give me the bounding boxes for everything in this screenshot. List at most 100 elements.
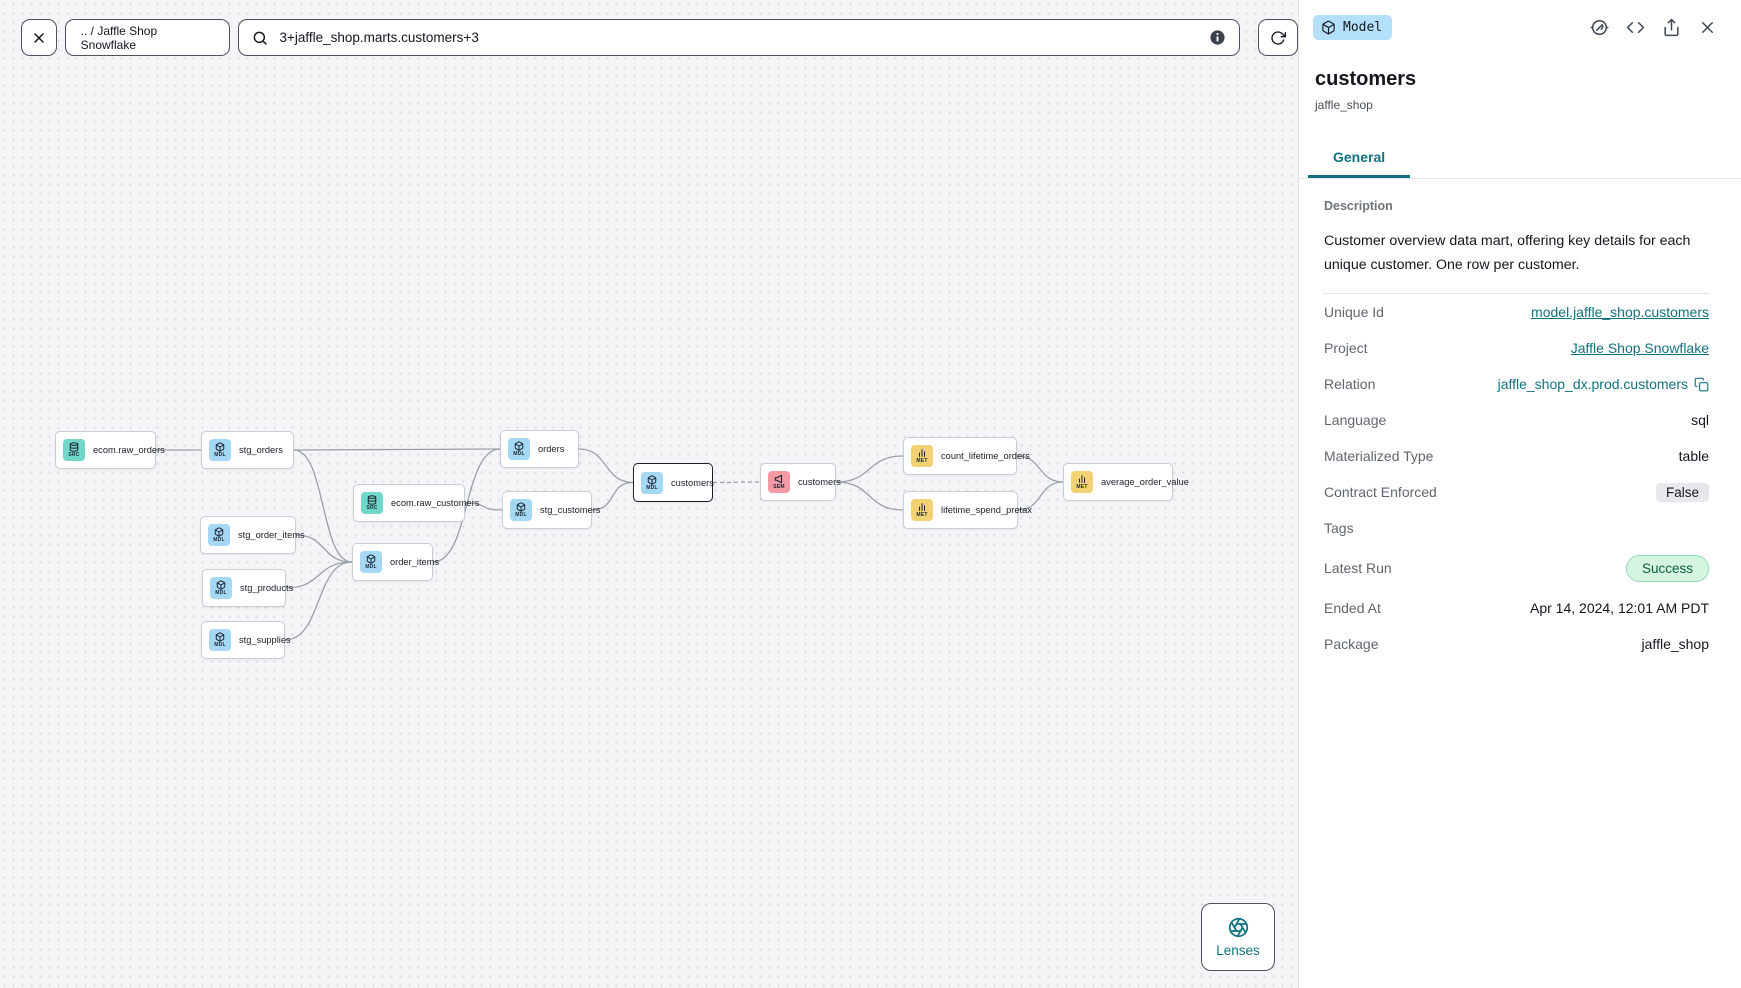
database-icon: SRC <box>361 492 383 514</box>
page-title: customers <box>1315 68 1417 90</box>
share-export-icon <box>1664 18 1679 37</box>
x-icon <box>1701 21 1714 34</box>
node-label: customers <box>671 477 714 488</box>
status-badge: Success <box>1625 555 1709 582</box>
field-value-relation: jaffle_shop_dx.prod.customers <box>1498 376 1709 392</box>
field-value-contract-enforced: False <box>1655 483 1709 502</box>
graph-node-stg_customers[interactable]: MDL stg_customers <box>502 491 600 529</box>
edge-order_items-to-orders <box>432 448 501 563</box>
node-label: ecom.raw_customers <box>391 498 480 508</box>
node-label: ecom.raw_orders <box>93 445 165 455</box>
x-icon <box>34 32 44 43</box>
database-icon: SRC <box>63 439 85 461</box>
field-row-relation: Relation jaffle_shop_dx.prod.customers <box>1324 366 1709 402</box>
node-label: average_order_value <box>1101 477 1189 487</box>
description-label: Description <box>1324 199 1393 213</box>
field-row-contract-enforced: Contract Enforced False <box>1324 474 1709 510</box>
graph-node-stg_supplies[interactable]: MDL stg_supplies <box>201 621 291 659</box>
bar-chart-icon: MET <box>911 499 933 521</box>
field-row-materialized-type: Materialized Type table <box>1324 438 1709 474</box>
node-label: stg_supplies <box>239 635 291 645</box>
edge-stg_customers-to-customers <box>591 481 634 511</box>
field-label: Package <box>1324 636 1379 652</box>
bar-chart-icon: MET <box>1071 471 1093 493</box>
edge-customers_sem-to-lifetime_spend_pretax <box>835 481 904 511</box>
node-label: count_lifetime_orders <box>941 451 1030 461</box>
search-input[interactable] <box>277 29 1201 46</box>
toolbar: .. / Jaffle Shop Snowflake <box>21 19 1298 56</box>
field-row-tags: Tags <box>1324 510 1709 546</box>
breadcrumb[interactable]: .. / Jaffle Shop Snowflake <box>64 19 231 56</box>
field-value-package: jaffle_shop <box>1641 636 1709 652</box>
view-code-button[interactable] <box>1626 18 1645 37</box>
description-text: Customer overview data mart, offering ke… <box>1324 233 1691 273</box>
edge-count_lifetime_orders-to-average_order_value <box>1016 455 1064 483</box>
edge-customers_sem-to-count_lifetime_orders <box>835 455 904 483</box>
model-cube-icon: MDL <box>210 577 232 599</box>
field-row-language: Language sql <box>1324 402 1709 438</box>
node-label: stg_customers <box>540 505 601 515</box>
lenses-label: Lenses <box>1216 942 1260 958</box>
edge-stg_products-to-order_items <box>285 561 353 589</box>
share-button[interactable] <box>1662 18 1681 37</box>
lenses-button[interactable]: Lenses <box>1201 903 1275 971</box>
field-label: Tags <box>1324 520 1354 536</box>
resource-type-label: Model <box>1343 20 1383 35</box>
edge-stg_orders-to-orders <box>293 448 501 451</box>
node-label: customers <box>798 477 841 487</box>
search-bar <box>238 19 1241 56</box>
divider <box>1324 293 1709 294</box>
graph-node-order_items[interactable]: MDL order_items <box>352 543 439 581</box>
magnifier-icon <box>254 31 268 45</box>
close-panel-button[interactable] <box>1698 18 1717 37</box>
close-graph-button[interactable] <box>21 19 57 56</box>
node-label: order_items <box>390 557 440 567</box>
graph-node-count_lifetime_orders[interactable]: MET count_lifetime_orders <box>903 437 1030 475</box>
edge-stg_supplies-to-order_items <box>284 561 353 641</box>
model-cube-icon: MDL <box>510 499 532 521</box>
field-label: Relation <box>1324 376 1376 392</box>
copy-icon[interactable] <box>1694 377 1709 392</box>
model-cube-icon: MDL <box>360 551 382 573</box>
model-cube-icon: MDL <box>209 629 231 651</box>
rotate-arrow-icon <box>1271 30 1287 45</box>
node-label: stg_products <box>240 583 294 593</box>
graph-node-raw_orders[interactable]: SRC ecom.raw_orders <box>55 431 165 469</box>
explore-lenses-button[interactable] <box>1590 18 1609 37</box>
model-cube-icon: MDL <box>208 524 230 546</box>
node-label: stg_orders <box>239 445 283 455</box>
tab-general[interactable]: General <box>1308 141 1411 178</box>
model-cube-icon: MDL <box>209 439 231 461</box>
tab-bar: General <box>1299 141 1741 179</box>
node-label: stg_order_items <box>238 530 305 540</box>
bar-chart-icon: MET <box>911 445 933 467</box>
graph-node-average_order_value[interactable]: MET average_order_value <box>1063 463 1189 501</box>
field-value-project: Jaffle Shop Snowflake <box>1570 340 1709 356</box>
field-row-project: Project Jaffle Shop Snowflake <box>1324 330 1709 366</box>
field-label: Project <box>1324 340 1368 356</box>
graph-node-stg_order_items[interactable]: MDL stg_order_items <box>200 516 305 554</box>
lineage-edges <box>155 448 1064 641</box>
field-label: Materialized Type <box>1324 448 1434 464</box>
field-label: Language <box>1324 412 1387 428</box>
edge-stg_orders-to-order_items <box>293 449 353 563</box>
field-label: Contract Enforced <box>1324 484 1437 500</box>
info-circle-icon[interactable] <box>1209 29 1226 46</box>
refresh-button[interactable] <box>1258 19 1298 56</box>
graph-node-raw_customers[interactable]: SRC ecom.raw_customers <box>353 484 479 522</box>
field-label: Latest Run <box>1324 560 1392 576</box>
field-value-materialized-type: table <box>1678 448 1709 464</box>
graph-node-stg_orders[interactable]: MDL stg_orders <box>201 431 294 469</box>
graph-node-stg_products[interactable]: MDL stg_products <box>202 569 293 607</box>
field-value-language: sql <box>1691 412 1709 428</box>
model-cube-icon: MDL <box>508 438 530 460</box>
field-label: Ended At <box>1324 600 1381 616</box>
